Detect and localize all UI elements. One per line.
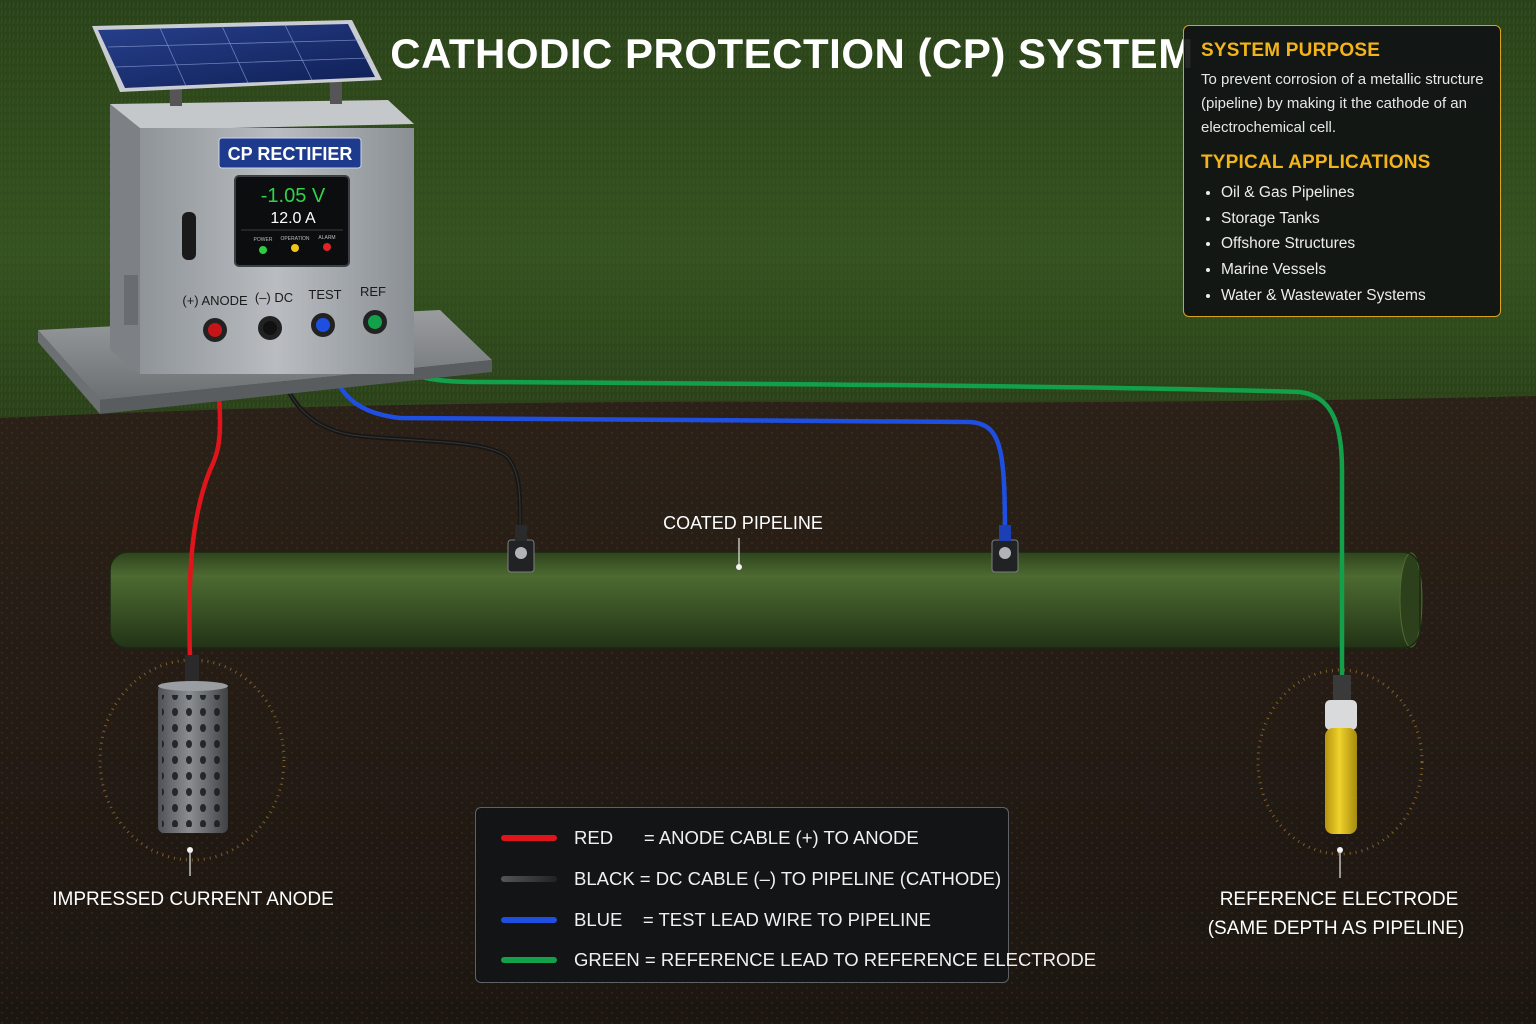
test-terminal-label: TEST — [308, 287, 341, 302]
legend-row-green: GREEN = REFERENCE LEAD TO REFERENCE ELEC… — [501, 940, 1096, 981]
anode-callout-pin — [187, 847, 193, 876]
alarm-indicator-label: ALARM — [318, 235, 335, 241]
legend-text: BLACK = DC CABLE (–) TO PIPELINE (CATHOD… — [574, 868, 1002, 890]
rectifier-label: CP RECTIFIER — [228, 144, 353, 164]
test-terminal — [311, 313, 335, 337]
purpose-heading: SYSTEM PURPOSE — [1201, 40, 1381, 61]
blue-test-lead — [322, 327, 1008, 543]
wire-legend: RED = ANODE CABLE (+) TO ANODE BLACK = D… — [475, 807, 1096, 983]
pipeline-label: COATED PIPELINE — [663, 513, 823, 533]
legend-row-red: RED = ANODE CABLE (+) TO ANODE — [501, 818, 994, 859]
applications-list: Oil & Gas Pipelines Storage Tanks Offsho… — [1201, 180, 1484, 309]
power-indicator-label: POWER — [254, 237, 273, 243]
solar-panel — [92, 20, 382, 106]
impressed-current-anode — [158, 655, 228, 833]
alarm-led — [323, 243, 331, 251]
anode-terminal — [203, 318, 227, 342]
red-swatch — [501, 835, 557, 842]
electrode-backfill — [1256, 668, 1424, 856]
black-swatch — [501, 876, 557, 883]
list-item: Marine Vessels — [1221, 257, 1484, 283]
legend-text: RED = ANODE CABLE (+) TO ANODE — [574, 827, 919, 849]
operation-led — [291, 244, 299, 252]
anode-backfill — [98, 658, 286, 862]
legend-row-black: BLACK = DC CABLE (–) TO PIPELINE (CATHOD… — [501, 859, 1001, 900]
purpose-text: To prevent corrosion of a metallic struc… — [1201, 71, 1484, 136]
green-swatch — [501, 957, 557, 964]
pipeline-callout-pin — [736, 538, 742, 570]
legend-text: GREEN = REFERENCE LEAD TO REFERENCE ELEC… — [574, 949, 1097, 971]
rectifier-nameplate — [218, 137, 362, 169]
anode-label: IMPRESSED CURRENT ANODE — [52, 889, 334, 910]
ref-terminal — [363, 310, 387, 334]
cabinet-latch — [182, 212, 196, 260]
anode-terminal-label: (+) ANODE — [182, 293, 248, 308]
coated-pipeline — [109, 551, 1423, 649]
black-cable-lug — [507, 525, 535, 573]
info-panel: SYSTEM PURPOSE To prevent corrosion of a… — [1183, 25, 1501, 317]
blue-swatch — [501, 916, 557, 923]
applications-heading: TYPICAL APPLICATIONS — [1201, 152, 1431, 173]
legend-text: BLUE = TEST LEAD WIRE TO PIPELINE — [574, 908, 931, 930]
reference-electrode — [1325, 675, 1357, 834]
blue-lead-lug — [991, 525, 1019, 573]
legend-row-blue: BLUE = TEST LEAD WIRE TO PIPELINE — [501, 899, 994, 940]
dc-terminal — [258, 316, 282, 340]
current-readout: 12.0 A — [270, 210, 316, 227]
reference-electrode-label: REFERENCE ELECTRODE — [1220, 889, 1459, 910]
dc-terminal-label: (–) DC — [255, 290, 293, 305]
list-item: Water & Wastewater Systems — [1221, 283, 1484, 309]
list-item: Oil & Gas Pipelines — [1221, 180, 1484, 206]
ref-terminal-label: REF — [360, 284, 386, 299]
list-item: Storage Tanks — [1221, 206, 1484, 232]
rectifier-display — [234, 175, 350, 267]
green-reference-lead — [375, 327, 1345, 691]
operation-indicator-label: OPERATION — [280, 236, 309, 242]
electrode-callout-pin — [1337, 847, 1343, 878]
diagram-title: CATHODIC PROTECTION (CP) SYSTEM — [390, 30, 1193, 77]
list-item: Offshore Structures — [1221, 231, 1484, 257]
voltage-readout: -1.05 V — [261, 185, 326, 207]
reference-electrode-sublabel: (SAME DEPTH AS PIPELINE) — [1208, 918, 1465, 939]
power-led — [259, 246, 267, 254]
